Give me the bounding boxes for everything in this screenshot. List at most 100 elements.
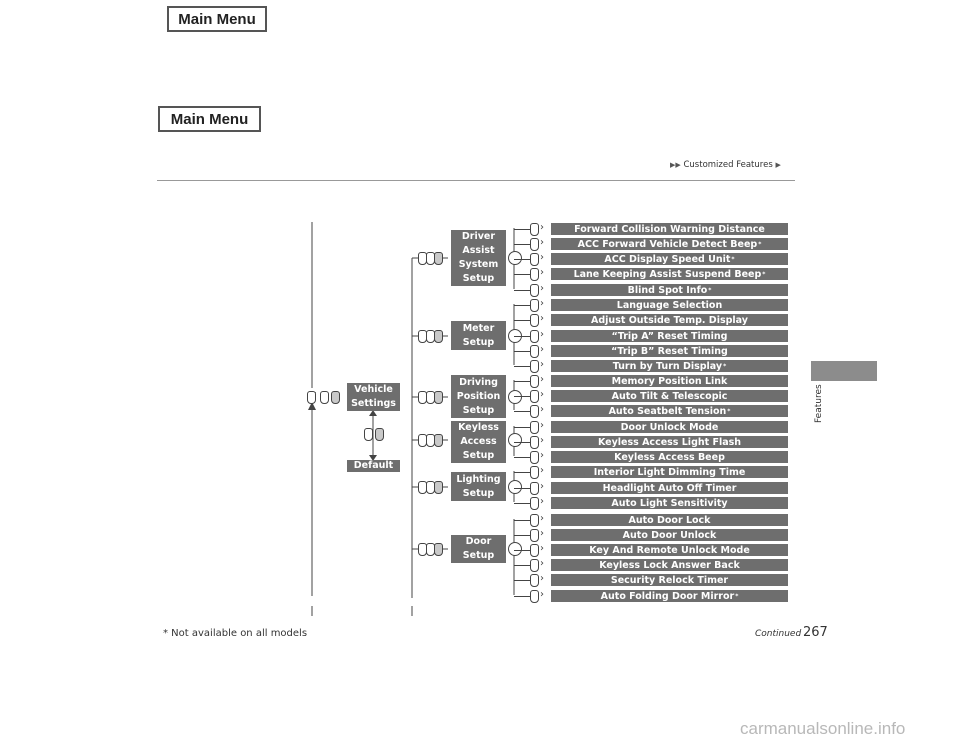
features-side-tab[interactable]	[811, 361, 877, 381]
item-connector	[514, 290, 530, 291]
group-door[interactable]: Door Setup	[451, 535, 506, 563]
menu-item[interactable]: Language Selection	[551, 299, 788, 311]
menu-item-label: Auto Door Unlock	[622, 529, 717, 541]
breadcrumb[interactable]: ▶▶ Customized Features ▶	[670, 160, 781, 170]
menu-button-icon	[331, 391, 340, 404]
arrow-right-icon: ›	[540, 389, 544, 400]
menu-button-icon	[530, 253, 539, 266]
menu-item-label: Keyless Access Beep	[614, 451, 725, 463]
menu-item[interactable]: Blind Spot Info*	[551, 284, 788, 296]
menu-item[interactable]: “Trip B” Reset Timing	[551, 345, 788, 357]
availability-mark: *	[758, 240, 762, 248]
item-connector	[514, 535, 530, 536]
item-connector	[514, 472, 530, 473]
arrow-right-icon: ›	[540, 589, 544, 600]
main-menu-button-top[interactable]: Main Menu	[167, 6, 267, 32]
arrow-right-icon: ›	[540, 237, 544, 248]
arrow-right-icon: ›	[540, 528, 544, 539]
menu-button-icon	[530, 299, 539, 312]
menu-item[interactable]: Lane Keeping Assist Suspend Beep*	[551, 268, 788, 280]
menu-item[interactable]: Auto Seatbelt Tension*	[551, 405, 788, 417]
item-connector	[514, 550, 530, 551]
availability-mark: *	[762, 270, 766, 278]
selector-knob-icon	[508, 390, 522, 404]
menu-item[interactable]: Adjust Outside Temp. Display	[551, 314, 788, 326]
selector-knob-icon	[508, 480, 522, 494]
menu-button-icon	[307, 391, 316, 404]
menu-button-icon	[530, 514, 539, 527]
item-connector	[514, 320, 530, 321]
header-rule	[157, 180, 795, 181]
menu-item-label: Auto Light Sensitivity	[611, 497, 728, 509]
item-connector	[514, 427, 530, 428]
group-driving-position[interactable]: Driving Position Setup	[451, 375, 506, 418]
menu-button-icon	[530, 223, 539, 236]
arrow-right-icon: ›	[540, 573, 544, 584]
group-lighting[interactable]: Lighting Setup	[451, 472, 506, 501]
menu-button-icon	[434, 330, 443, 343]
menu-item-label: “Trip A” Reset Timing	[611, 330, 728, 342]
menu-button-icon	[320, 391, 329, 404]
item-connector	[514, 565, 530, 566]
vehicle-settings-node[interactable]: Vehicle Settings	[347, 383, 400, 411]
arrow-right-icon: ›	[540, 329, 544, 340]
menu-button-icon	[530, 284, 539, 297]
menu-item[interactable]: Memory Position Link	[551, 375, 788, 387]
menu-item-label: Keyless Access Light Flash	[597, 436, 742, 448]
arrow-right-icon: ›	[540, 344, 544, 355]
menu-item-label: Security Relock Timer	[610, 574, 729, 586]
menu-item[interactable]: Auto Door Lock	[551, 514, 788, 526]
menu-item-label: Lane Keeping Assist Suspend Beep	[573, 268, 762, 280]
menu-button-icon	[434, 543, 443, 556]
group-meter[interactable]: Meter Setup	[451, 321, 506, 350]
menu-item-label: ACC Forward Vehicle Detect Beep	[577, 238, 758, 250]
arrow-right-icon: ›	[540, 313, 544, 324]
item-connector	[514, 442, 530, 443]
menu-button-icon	[530, 497, 539, 510]
menu-button-icon	[434, 481, 443, 494]
menu-item[interactable]: Auto Door Unlock	[551, 529, 788, 541]
menu-item[interactable]: Keyless Access Beep	[551, 451, 788, 463]
item-connector	[514, 381, 530, 382]
menu-item-label: Auto Tilt & Telescopic	[611, 390, 728, 402]
menu-item[interactable]: Headlight Auto Off Timer	[551, 482, 788, 494]
menu-item[interactable]: ACC Display Speed Unit*	[551, 253, 788, 265]
selector-knob-icon	[508, 433, 522, 447]
menu-item[interactable]: Security Relock Timer	[551, 574, 788, 586]
menu-item[interactable]: Keyless Access Light Flash	[551, 436, 788, 448]
menu-button-icon	[530, 360, 539, 373]
item-connector	[514, 336, 530, 337]
menu-item[interactable]: Forward Collision Warning Distance	[551, 223, 788, 235]
item-connector	[514, 396, 530, 397]
arrow-right-icon: ›	[540, 496, 544, 507]
menu-button-icon	[530, 451, 539, 464]
availability-mark: *	[723, 362, 727, 370]
menu-item[interactable]: Auto Light Sensitivity	[551, 497, 788, 509]
main-menu-button-bottom[interactable]: Main Menu	[158, 106, 261, 132]
default-node[interactable]: Default	[347, 460, 400, 472]
menu-item[interactable]: Key And Remote Unlock Mode	[551, 544, 788, 556]
menu-item[interactable]: Keyless Lock Answer Back	[551, 559, 788, 571]
menu-item[interactable]: “Trip A” Reset Timing	[551, 330, 788, 342]
group-driver-assist[interactable]: Driver Assist System Setup	[451, 230, 506, 286]
arrow-right-icon: ›	[540, 481, 544, 492]
menu-button-icon	[530, 330, 539, 343]
menu-item[interactable]: Auto Folding Door Mirror*	[551, 590, 788, 602]
availability-mark: *	[731, 255, 735, 263]
menu-item[interactable]: Turn by Turn Display*	[551, 360, 788, 372]
menu-button-icon	[434, 434, 443, 447]
menu-item[interactable]: Door Unlock Mode	[551, 421, 788, 433]
menu-item-label: Memory Position Link	[611, 375, 728, 387]
menu-item[interactable]: Auto Tilt & Telescopic	[551, 390, 788, 402]
menu-button-icon	[530, 345, 539, 358]
menu-item[interactable]: ACC Forward Vehicle Detect Beep*	[551, 238, 788, 250]
item-connector	[514, 229, 530, 230]
menu-item[interactable]: Interior Light Dimming Time	[551, 466, 788, 478]
menu-item-label: Turn by Turn Display	[612, 360, 723, 372]
group-keyless-access[interactable]: Keyless Access Setup	[451, 421, 506, 463]
menu-button-icon	[530, 405, 539, 418]
item-connector	[514, 366, 530, 367]
menu-button-icon	[530, 238, 539, 251]
arrow-right-icon: ›	[540, 420, 544, 431]
menu-item-label: Blind Spot Info	[627, 284, 708, 296]
